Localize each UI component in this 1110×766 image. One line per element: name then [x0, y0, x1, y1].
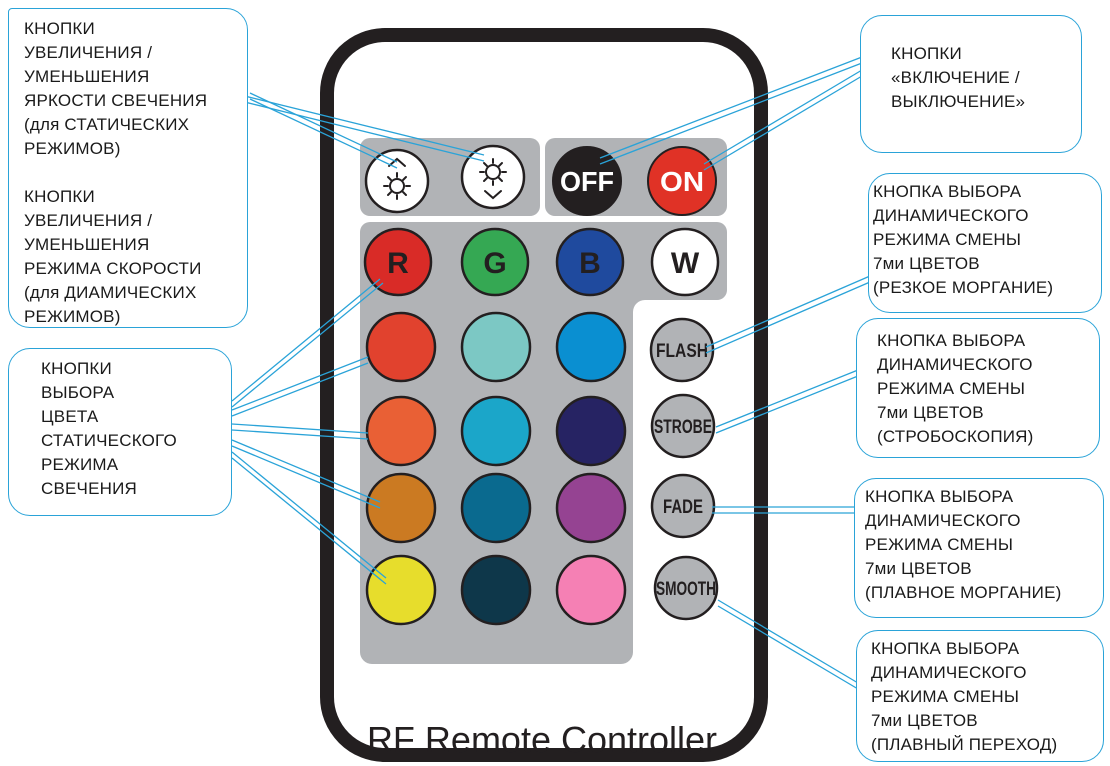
leader-line: [715, 369, 859, 428]
color-button[interactable]: [555, 554, 627, 626]
r-button[interactable]: R: [363, 227, 433, 297]
r-button-label: R: [387, 247, 409, 280]
leader-line: [703, 69, 863, 165]
leader-line: [231, 362, 369, 417]
w-button[interactable]: W: [650, 227, 720, 297]
color-button[interactable]: [555, 311, 627, 383]
strobe-button[interactable]: STROBE: [650, 393, 716, 459]
leader-lines: [45, 46, 871, 690]
callout-strobe: КНОПКА ВЫБОРА ДИНАМИЧЕСКОГО РЕЖИМА СМЕНЫ…: [856, 318, 1100, 458]
leader-line: [717, 599, 859, 684]
color-button[interactable]: [555, 472, 627, 544]
callout-fade-text: КНОПКА ВЫБОРА ДИНАМИЧЕСКОГО РЕЖИМА СМЕНЫ…: [865, 487, 1062, 602]
callout-power-text: КНОПКИ «ВКЛЮЧЕНИЕ / ВЫКЛЮЧЕНИЕ»: [891, 44, 1026, 111]
smooth-button-label: SMOOTH: [656, 579, 716, 600]
b-button[interactable]: B: [555, 227, 625, 297]
callout-power: КНОПКИ «ВКЛЮЧЕНИЕ / ВЫКЛЮЧЕНИЕ»: [860, 15, 1082, 153]
brightness-up-icon: [383, 157, 411, 200]
g-button[interactable]: G: [460, 227, 530, 297]
g-button-label: G: [483, 247, 506, 280]
remote-title: RF Remote Controller: [366, 719, 718, 760]
callout-smooth: КНОПКА ВЫБОРА ДИНАМИЧЕСКОГО РЕЖИМА СМЕНЫ…: [856, 630, 1104, 762]
fade-button[interactable]: FADE: [650, 473, 716, 539]
smooth-button[interactable]: SMOOTH: [653, 555, 719, 621]
strobe-button-label: STROBE: [654, 417, 712, 438]
on-button-label: ON: [660, 166, 704, 197]
callout-static-color-text: КНОПКИ ВЫБОРА ЦВЕТА СТАТИЧЕСКОГО РЕЖИМА …: [41, 359, 177, 498]
color-button[interactable]: [555, 395, 627, 467]
leader-line: [703, 75, 863, 171]
flash-button-label: FLASH: [656, 341, 708, 362]
w-button-label: W: [671, 247, 700, 280]
brightness-up-button[interactable]: [364, 148, 430, 214]
callout-strobe-text: КНОПКА ВЫБОРА ДИНАМИЧЕСКОГО РЕЖИМА СМЕНЫ…: [877, 331, 1034, 446]
color-button[interactable]: [365, 554, 437, 626]
leader-line: [231, 429, 369, 440]
leader-line: [231, 445, 381, 509]
leader-line: [249, 98, 398, 169]
callout-brightness-speed: КНОПКИ УВЕЛИЧЕНИЯ / УМЕНЬШЕНИЯ ЯРКОСТИ С…: [8, 8, 248, 328]
leader-line: [231, 423, 369, 434]
on-button[interactable]: ON: [647, 146, 717, 216]
color-button[interactable]: [460, 395, 532, 467]
color-button[interactable]: [365, 395, 437, 467]
leader-line: [231, 356, 369, 411]
leader-line: [705, 281, 871, 354]
callout-smooth-text: КНОПКА ВЫБОРА ДИНАМИЧЕСКОГО РЕЖИМА СМЕНЫ…: [871, 639, 1058, 754]
callout-flash-text: КНОПКА ВЫБОРА ДИНАМИЧЕСКОГО РЕЖИМА СМЕНЫ…: [873, 182, 1054, 297]
leader-line: [231, 451, 387, 579]
b-button-label: B: [579, 247, 601, 280]
leader-line: [599, 62, 863, 165]
callout-brightness-speed-text: КНОПКИ УВЕЛИЧЕНИЯ / УМЕНЬШЕНИЯ ЯРКОСТИ С…: [24, 19, 208, 326]
color-button[interactable]: [365, 472, 437, 544]
color-button[interactable]: [460, 472, 532, 544]
color-button[interactable]: [365, 311, 437, 383]
color-button[interactable]: [460, 554, 532, 626]
leader-line: [231, 282, 384, 408]
color-panel: [360, 222, 727, 664]
leader-line: [717, 605, 859, 690]
callout-static-color: КНОПКИ ВЫБОРА ЦВЕТА СТАТИЧЕСКОГО РЕЖИМА …: [8, 348, 232, 516]
off-button-label: OFF: [560, 166, 614, 197]
leader-line: [715, 375, 859, 434]
leader-line: [705, 275, 871, 348]
fade-button-label: FADE: [663, 497, 703, 518]
leader-line: [599, 56, 863, 159]
off-button[interactable]: OFF: [552, 146, 622, 216]
brightness-down-icon: [479, 158, 507, 200]
callout-flash: КНОПКА ВЫБОРА ДИНАМИЧЕСКОГО РЕЖИМА СМЕНЫ…: [868, 173, 1102, 313]
static-color-grid: [365, 311, 627, 626]
leader-line: [231, 278, 381, 402]
leader-line: [249, 92, 398, 163]
leader-line: [231, 457, 387, 585]
flash-button[interactable]: FLASH: [649, 317, 715, 383]
color-button[interactable]: [460, 311, 532, 383]
leader-line: [231, 439, 381, 503]
brightness-down-button[interactable]: [460, 144, 526, 210]
callout-fade: КНОПКА ВЫБОРА ДИНАМИЧЕСКОГО РЕЖИМА СМЕНЫ…: [854, 478, 1104, 618]
